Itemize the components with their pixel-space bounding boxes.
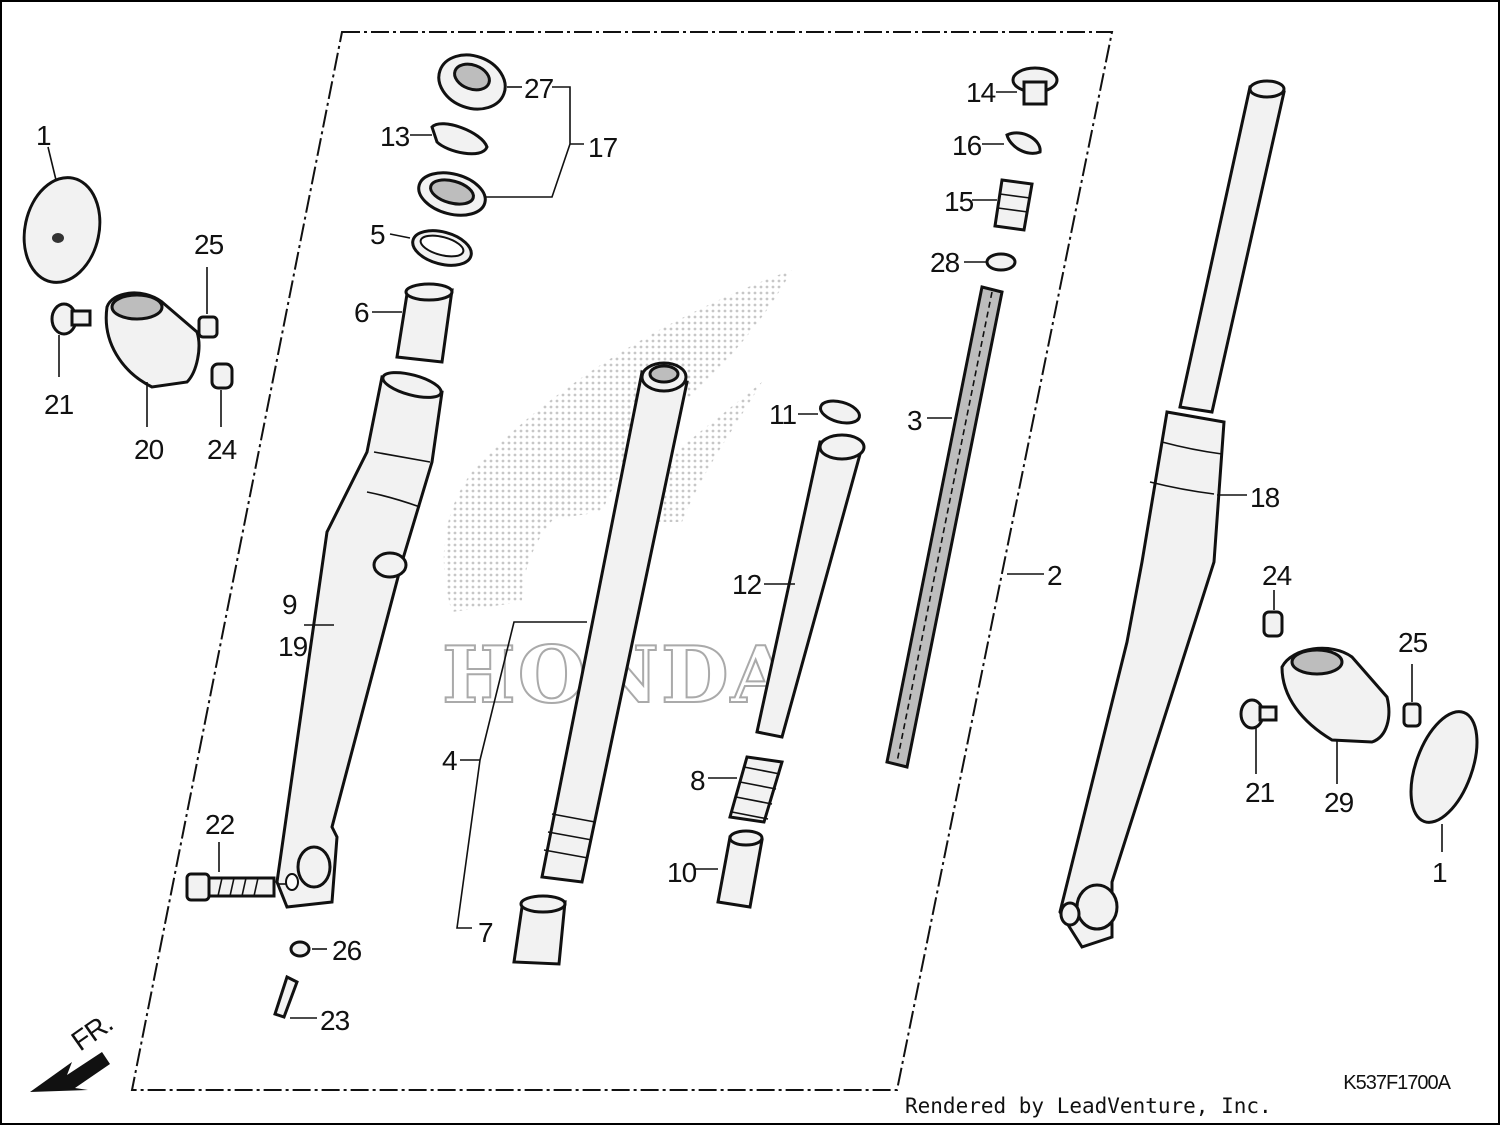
callout-21: 21 xyxy=(44,389,74,420)
callout-3: 3 xyxy=(907,405,922,436)
part-1-cap-right xyxy=(1409,710,1479,824)
callout-23: 23 xyxy=(320,1005,350,1036)
part-5-slide-bushing xyxy=(411,229,473,267)
part-24-nut-left xyxy=(210,362,234,390)
part-10-seat-pipe xyxy=(716,829,764,909)
part-12-piston xyxy=(755,433,866,739)
part-1-cap-left xyxy=(22,176,102,284)
part-21-bolt-left xyxy=(50,302,92,336)
assembly-outline xyxy=(130,31,1114,1091)
callout-20: 20 xyxy=(134,434,164,465)
callout-5: 5 xyxy=(370,219,385,250)
callout-21: 21 xyxy=(1245,777,1275,808)
part-28-washer xyxy=(985,252,1017,272)
render-credit: Rendered by LeadVenture, Inc. xyxy=(905,1094,1272,1118)
part-3-fork-spring xyxy=(885,285,1004,769)
callout-24: 24 xyxy=(1262,560,1292,591)
callout-29: 29 xyxy=(1324,787,1354,818)
part-4-fork-pipe xyxy=(540,361,689,884)
part-24-nut-right xyxy=(1262,610,1284,638)
callout-6: 6 xyxy=(354,297,369,328)
part-26-washer xyxy=(289,940,311,958)
part-25-nut-right xyxy=(1402,702,1422,728)
callout-1: 1 xyxy=(36,120,51,151)
callout-10: 10 xyxy=(667,857,697,888)
part-23-drain-bolt xyxy=(273,974,299,1019)
callout-1: 1 xyxy=(1432,857,1447,888)
callout-15: 15 xyxy=(944,186,974,217)
callout-16: 16 xyxy=(952,130,982,161)
callout-4: 4 xyxy=(442,745,457,776)
part-21-bolt-right xyxy=(1239,698,1278,730)
callout-25: 25 xyxy=(194,229,224,260)
part-25-nut-left xyxy=(197,315,219,339)
callout-27: 27 xyxy=(524,73,554,104)
part-15-spring-seat xyxy=(993,178,1034,232)
callout-7: 7 xyxy=(478,917,493,948)
part-7-slide-bushing xyxy=(512,894,567,966)
part-11-piston-ring xyxy=(819,399,861,425)
callout-11: 11 xyxy=(769,399,796,430)
callout-2: 2 xyxy=(1047,560,1062,591)
part-17-seal-ring xyxy=(417,171,487,217)
diagram-code: K537F1700A xyxy=(1343,1072,1451,1094)
callout-14: 14 xyxy=(966,77,996,108)
part-16-stopper-ring xyxy=(1005,131,1042,155)
callout-28: 28 xyxy=(930,247,960,278)
part-22-socket-bolt xyxy=(185,872,276,902)
front-direction-arrow: FR. xyxy=(30,1007,118,1092)
callout-8: 8 xyxy=(690,765,705,796)
callout-17: 17 xyxy=(588,132,618,163)
callout-24: 24 xyxy=(207,434,237,465)
front-marker-label: FR. xyxy=(66,1007,118,1057)
callout-26: 26 xyxy=(332,935,362,966)
callout-22: 22 xyxy=(205,809,235,840)
callout-18: 18 xyxy=(1250,482,1280,513)
part-18-fork-leg-right xyxy=(1058,79,1286,949)
part-9-19-fork-slider-left xyxy=(275,371,444,909)
part-14-fork-bolt xyxy=(1011,66,1059,106)
callout-9: 9 xyxy=(282,589,297,620)
callout-13: 13 xyxy=(380,121,410,152)
part-27-dust-seal xyxy=(437,53,507,111)
callout-25: 25 xyxy=(1398,627,1428,658)
part-29-clamp-right xyxy=(1280,646,1391,744)
callout-19: 19 xyxy=(278,631,308,662)
part-6-guide-bushing xyxy=(395,282,454,364)
part-8-rebound-spring xyxy=(728,755,784,824)
callout-12: 12 xyxy=(732,569,762,600)
part-20-clamp-left xyxy=(104,291,201,389)
part-13-stopper-ring xyxy=(430,122,489,156)
